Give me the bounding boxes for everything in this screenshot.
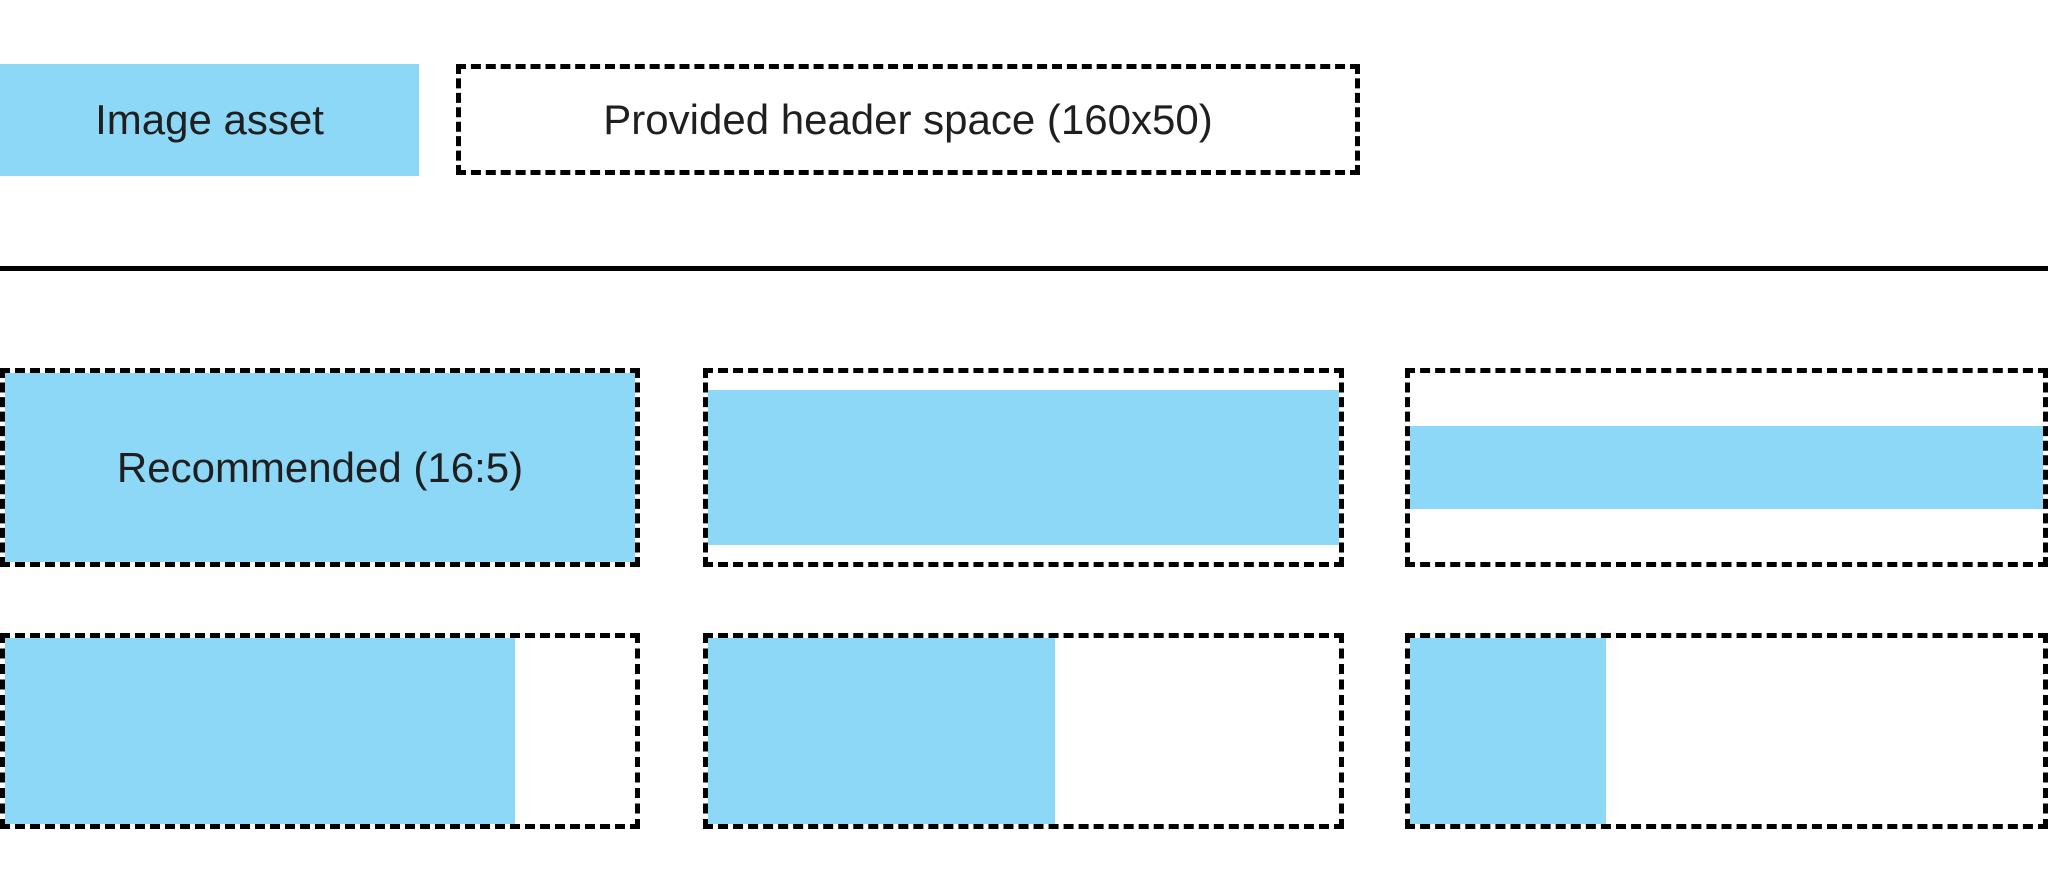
- image-asset-fill: [1410, 425, 2043, 510]
- image-asset-fill: [5, 373, 635, 562]
- legend-header-space-box: Provided header space (160x50): [456, 64, 1360, 175]
- image-asset-fill: [708, 390, 1339, 545]
- legend-header-space-label: Provided header space (160x50): [603, 95, 1213, 143]
- image-asset-fill: [1410, 638, 1607, 824]
- image-asset-fill: [5, 638, 516, 824]
- header-space-cell-wide-letterboxed: [703, 368, 1344, 567]
- header-space-cell-tallest-right-gap-large: [1405, 633, 2048, 829]
- image-asset-fill: [708, 638, 1056, 824]
- header-space-cell-widest-letterboxed: [1405, 368, 2048, 567]
- recommended-label: Recommended (16:5): [116, 443, 524, 491]
- legend-image-asset-label: Image asset: [95, 96, 324, 143]
- header-space-cell-tall-right-gap-small: [0, 633, 640, 829]
- legend-image-asset-swatch: Image asset: [0, 64, 419, 176]
- header-space-cell-recommended-16-5: Recommended (16:5): [0, 368, 640, 567]
- section-divider: [0, 266, 2048, 271]
- header-space-cell-taller-right-gap-medium: [703, 633, 1344, 829]
